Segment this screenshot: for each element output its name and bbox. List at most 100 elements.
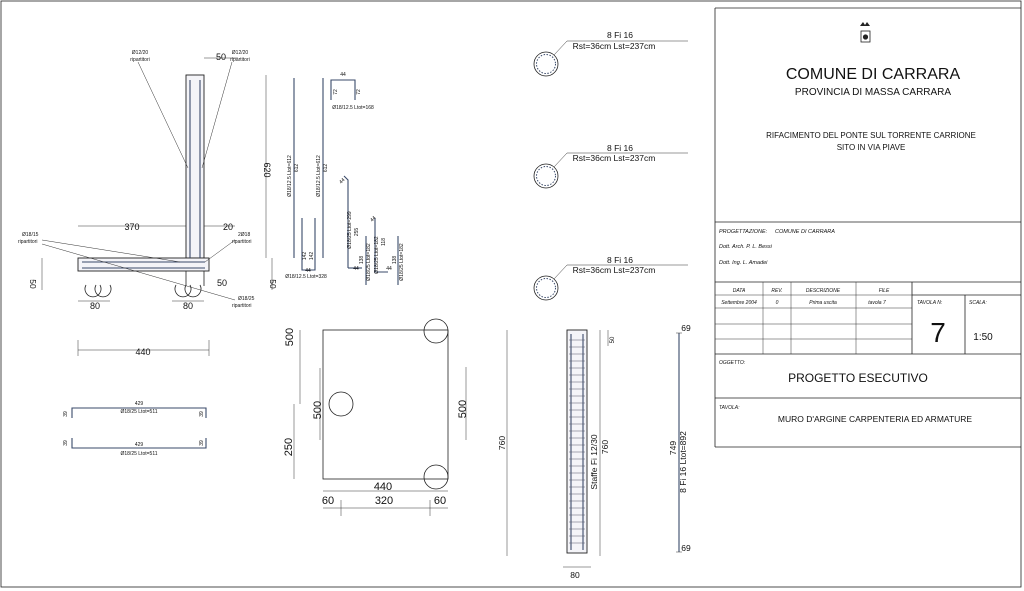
label-2018: 2Ø18 — [238, 232, 250, 238]
plan-dim-60-right: 60 — [434, 495, 446, 507]
bar-8-length: 138 — [392, 256, 398, 265]
foundation-plan: 500 500 250 500 440 60 320 60 760 — [283, 318, 508, 556]
scala-value: 1:50 — [973, 332, 993, 343]
dim-80-left: 80 — [90, 301, 100, 311]
pile-elev-dim-80: 80 — [570, 570, 580, 580]
pile-elevation: 50 Staffe Fi 12/30 760 80 — [563, 329, 616, 580]
bar-2-length: 612 — [323, 164, 329, 173]
tavola-value: MURO D'ARGINE CARPENTERIA ED ARMATURE — [778, 414, 972, 424]
rev-row-data: Settembre 2004 — [721, 300, 757, 306]
bar-l1-end-right: 39 — [199, 411, 205, 417]
bar-3-right: 72 — [356, 89, 362, 95]
plan-dim-60-left: 60 — [322, 495, 334, 507]
dim-50-top: 50 — [216, 52, 226, 62]
bar-l1-length: 429 — [135, 401, 144, 407]
bar-4-dim-a: 142 — [302, 252, 308, 261]
long-bar-69-top: 69 — [681, 323, 691, 333]
bar-3-label: Ø18/12.5 Ltot=168 — [332, 105, 374, 111]
bar-3-top: 44 — [340, 72, 346, 78]
bar-1-length: 612 — [294, 164, 300, 173]
oggetto-label: OGGETTO: — [719, 360, 746, 366]
pile-section-2: 8 Fi 16 Rst=36cm Lst=237cm — [533, 143, 688, 189]
pile-elev-dim-50: 50 — [610, 336, 616, 343]
dim-50-right: 50 — [217, 278, 227, 288]
bar-6-label: Ø18/25 Ltot=182 — [366, 243, 372, 281]
bar-8-label: Ø18/25 Ltot=182 — [399, 243, 405, 281]
label-1815: Ø18/15 — [22, 232, 39, 238]
pile-2-label: 8 Fi 16 — [607, 143, 633, 153]
dim-20: 20 — [223, 222, 233, 232]
plan-dim-250: 250 — [283, 438, 295, 456]
bar-3-left: 72 — [333, 89, 339, 95]
bar-l2-label: Ø18/25 Ltot=511 — [120, 451, 157, 457]
oggetto-value: PROGETTO ESECUTIVO — [788, 371, 928, 385]
rev-header-data: DATA — [733, 288, 746, 294]
bar-7-label: Ø18/25 Ltot=182 — [374, 236, 380, 274]
bar-6-length: 138 — [359, 256, 365, 265]
tavola-number: 7 — [930, 317, 946, 348]
pile-3-label: 8 Fi 16 — [607, 255, 633, 265]
bar-5-hook: 44 — [338, 177, 346, 185]
bar-4-label: Ø18/12.5 Ltot=328 — [285, 274, 327, 280]
dim-440: 440 — [135, 347, 150, 357]
crest-icon — [860, 22, 871, 43]
bar-l1-end-left: 39 — [63, 411, 69, 417]
pile-elev-dim-760: 760 — [600, 440, 610, 454]
progettazione-value: COMUNE DI CARRARA — [775, 229, 835, 235]
label-rip-right: Ø12/20 — [232, 50, 249, 56]
bar-7-44: 44 — [386, 266, 392, 272]
long-bar-749: 749 — [668, 441, 678, 455]
rev-row-rev: 0 — [776, 300, 779, 306]
label-2018-b: ripartitori — [232, 239, 251, 245]
bar-l2-length: 429 — [135, 442, 144, 448]
pile-elev-staffe: Staffe Fi 12/30 — [589, 434, 599, 489]
project-line-1: RIFACIMENTO DEL PONTE SUL TORRENTE CARRI… — [766, 131, 976, 140]
rev-row-descrizione: Prima uscita — [809, 300, 837, 306]
plan-dim-440: 440 — [374, 481, 392, 493]
bar-2-label: Ø18/12.5 Ltot=612 — [316, 155, 322, 197]
bar-5-label: Ø18/25 Ltot=299 — [347, 211, 353, 249]
progettazione-label: PROGETTAZIONE: — [719, 229, 768, 235]
project-line-2: SITO IN VIA PIAVE — [837, 143, 906, 152]
pile-section-3: 8 Fi 16 Rst=36cm Lst=237cm — [533, 255, 688, 301]
plan-dim-500-mid: 500 — [312, 401, 324, 419]
label-rip-left: Ø12/20 — [132, 50, 149, 56]
dim-370: 370 — [124, 222, 139, 232]
rev-header-file: FILE — [879, 288, 890, 294]
rev-header-rev: REV. — [771, 288, 782, 294]
pile-2-spec: Rst=36cm Lst=237cm — [573, 153, 656, 163]
plan-dim-760: 760 — [497, 436, 507, 450]
bar-l1-label: Ø18/25 Ltot=511 — [120, 409, 157, 415]
longitudinal-bar: 69 749 8 Fi 16 Ltot=892 69 — [668, 323, 691, 553]
tavola-n-label: TAVOLA N: — [917, 300, 943, 306]
pile-1-label: 8 Fi 16 — [607, 30, 633, 40]
bar-7-hook: 44 — [369, 215, 377, 223]
long-bar-69-bottom: 69 — [681, 543, 691, 553]
pile-1-spec: Rst=36cm Lst=237cm — [573, 41, 656, 51]
comune-name: COMUNE DI CARRARA — [786, 66, 961, 83]
label-rip-left-2: ripartitori — [130, 57, 149, 63]
dim-50-vert-right: 50 — [268, 279, 278, 289]
bar-l2-end-left: 39 — [63, 440, 69, 446]
dim-620: 620 — [262, 162, 272, 177]
wall-section: 50 620 370 20 50 50 50 80 80 440 Ø12/20 … — [18, 50, 278, 357]
label-1825: Ø18/25 — [238, 296, 255, 302]
plan-dim-500-top: 500 — [284, 328, 296, 346]
label-1825-b: ripartitori — [232, 303, 251, 309]
rev-row-file: tavola 7 — [868, 300, 886, 306]
bar-1-label: Ø18/12.5 Ltot=612 — [287, 155, 293, 197]
label-rip-right-2: ripartitori — [230, 57, 249, 63]
scala-label: SCALA: — [969, 300, 987, 306]
pile-section-1: 8 Fi 16 Rst=36cm Lst=237cm — [533, 30, 688, 77]
pile-3-spec: Rst=36cm Lst=237cm — [573, 265, 656, 275]
plan-dim-500-right: 500 — [457, 400, 469, 418]
title-block: COMUNE DI CARRARA PROVINCIA DI MASSA CAR… — [714, 7, 1021, 448]
plan-dim-320: 320 — [375, 495, 393, 507]
bar-4-44: 44 — [305, 268, 311, 274]
tavola-label: TAVOLA: — [719, 405, 740, 411]
label-1815-b: ripartitori — [18, 239, 37, 245]
rev-header-descrizione: DESCRIZIONE — [806, 288, 841, 294]
bar-l2-end-right: 39 — [199, 440, 205, 446]
